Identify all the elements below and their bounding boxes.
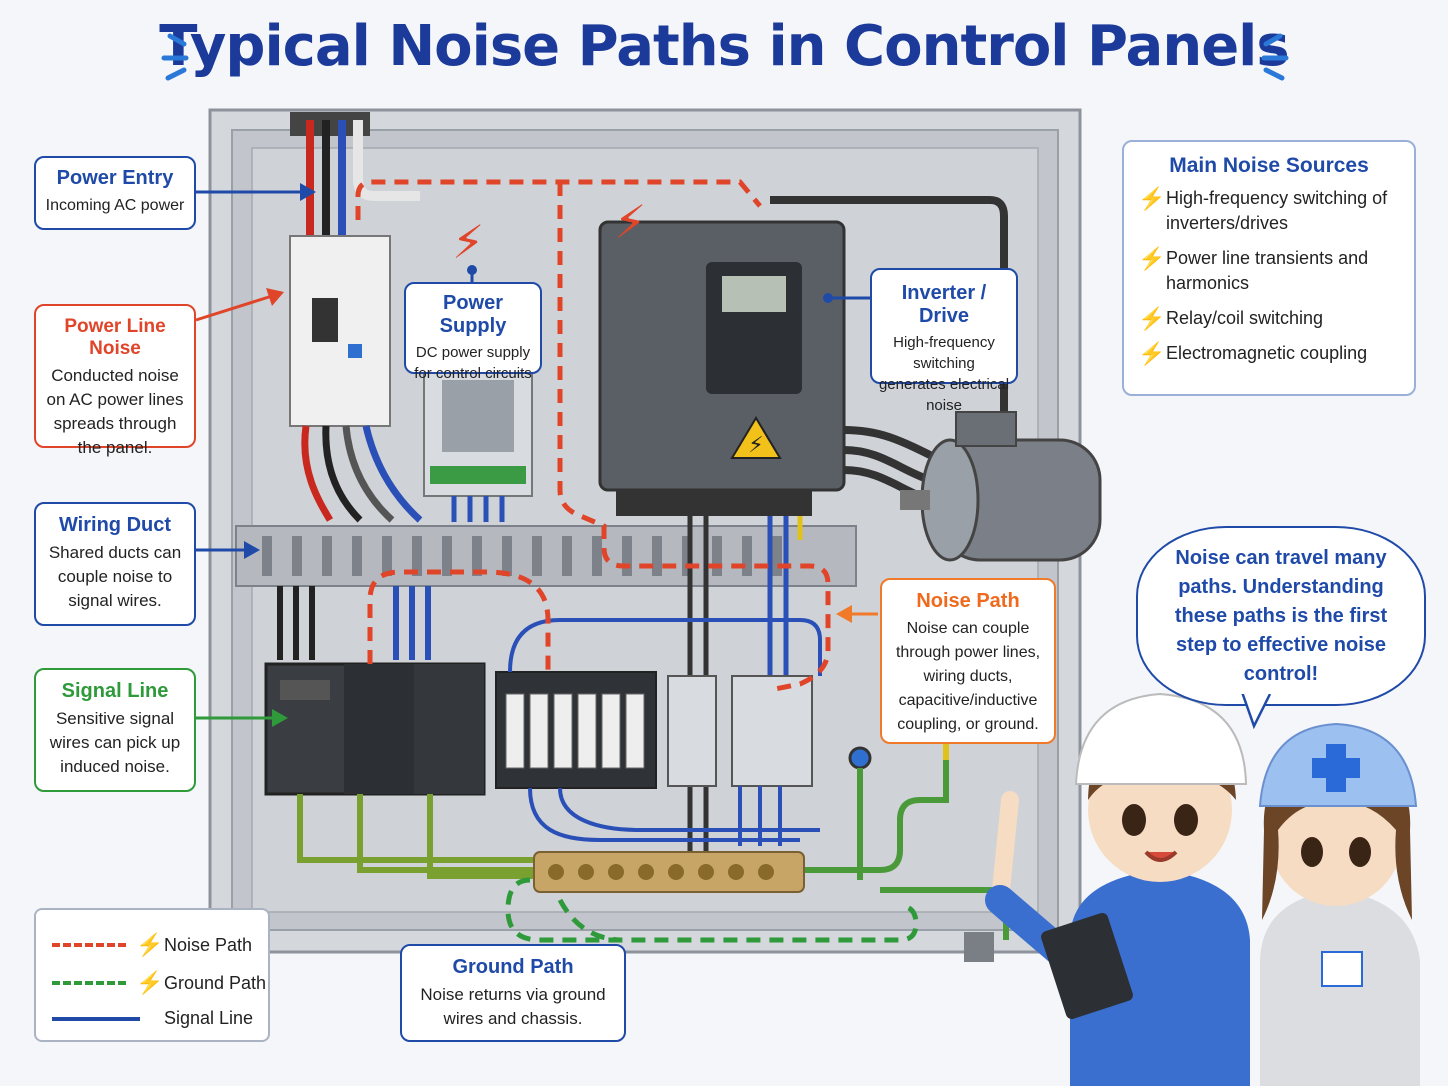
speech-bubble-tail (1240, 690, 1272, 730)
callout-body: Conducted noise on AC power lines spread… (46, 366, 184, 457)
source-item: ⚡Electromagnetic coupling (1138, 341, 1400, 366)
callout-power-line-noise: Power Line Noise Conducted noise on AC p… (34, 304, 196, 457)
callout-wiring-duct: Wiring Duct Shared ducts can couple nois… (34, 502, 196, 626)
callout-heading: Signal Line (61, 680, 169, 702)
callout-heading: Ground Path (452, 956, 574, 978)
legend-label: Ground Path (164, 972, 267, 993)
speech-bubble-text: Noise can travel many paths. Understandi… (1174, 546, 1388, 685)
page-title: Typical Noise Paths in Control Panels (159, 14, 1289, 79)
main-noise-sources-panel: Main Noise Sources ⚡High-frequency switc… (1122, 140, 1416, 396)
lightning-icon: ⚡ (136, 970, 164, 995)
callout-heading: Power Line Noise (64, 316, 166, 359)
ground-path-lines (505, 877, 919, 943)
sources-heading: Main Noise Sources (1169, 154, 1369, 177)
lightning-icon: ⚡ (1138, 306, 1166, 331)
engineer-characters (985, 692, 1420, 1086)
circuit-breaker (289, 235, 391, 427)
source-item: ⚡Relay/coil switching (1138, 306, 1400, 331)
callout-body: High-frequency switching generates elect… (878, 334, 1010, 414)
speech-bubble: Noise can travel many paths. Understandi… (1136, 526, 1426, 706)
callout-inverter: Inverter / Drive High-frequency switchin… (870, 268, 1018, 414)
callout-body: Noise returns via ground wires and chass… (420, 985, 606, 1028)
legend-item-noise: ⚡ Noise Path (52, 932, 252, 958)
lightning-icon: ⚡ (1138, 341, 1166, 366)
legend-item-ground: ⚡ Ground Path (52, 970, 266, 996)
callout-body: Incoming AC power (45, 197, 185, 214)
lightning-icon: ⚡ (1138, 246, 1166, 271)
legend-item-signal: Signal Line (52, 1008, 253, 1029)
callout-signal-line: Signal Line Sensitive signal wires can p… (34, 668, 196, 792)
callout-body: Noise can couple through power lines, wi… (895, 620, 1041, 733)
source-item-text: Electromagnetic coupling (1166, 343, 1368, 363)
wiring-duct (235, 525, 857, 587)
callout-heading: Power Supply (439, 292, 507, 337)
noise-path-lines (355, 179, 831, 693)
lightning-icon: ⚡ (136, 932, 164, 957)
sparkle-right-icon (1261, 33, 1289, 81)
legend-label: Signal Line (164, 1008, 254, 1028)
callout-heading: Wiring Duct (58, 514, 172, 536)
callout-body: DC power supply for control circuits (414, 344, 532, 382)
callout-power-entry: Power Entry Incoming AC power (34, 156, 196, 230)
warning-icon (730, 416, 782, 459)
svg-text:⚡: ⚡ (748, 433, 763, 458)
callout-power-supply: Power Supply DC power supply for control… (404, 282, 542, 382)
lightning-icon: ⚡ (614, 195, 646, 249)
lightning-icon: ⚡ (1138, 186, 1166, 211)
lightning-icon: ⚡ (452, 215, 484, 269)
source-item-text: High-frequency switching of inverters/dr… (1166, 188, 1388, 233)
source-item: ⚡Power line transients and harmonics (1138, 246, 1400, 296)
callout-ground-path: Ground Path Noise returns via ground wir… (400, 944, 626, 1042)
callout-body: Sensitive signal wires can pick up induc… (49, 709, 181, 776)
callout-heading: Power Entry (56, 167, 174, 189)
terminal-block-a (667, 675, 717, 787)
callout-heading: Noise Path (916, 590, 1020, 612)
callout-heading: Inverter / Drive (901, 282, 987, 327)
legend-label: Noise Path (164, 934, 253, 955)
source-item-text: Power line transients and harmonics (1166, 248, 1369, 293)
callout-noise-path: Noise Path Noise can couple through powe… (880, 578, 1056, 744)
legend: ⚡ Noise Path ⚡ Ground Path Signal Line (34, 908, 270, 1042)
terminal-block-b (731, 675, 813, 787)
callout-body: Shared ducts can couple noise to signal … (48, 543, 182, 610)
source-item: ⚡High-frequency switching of inverters/d… (1138, 186, 1400, 236)
source-item-text: Relay/coil switching (1166, 308, 1324, 328)
sparkle-left-icon (161, 33, 189, 81)
